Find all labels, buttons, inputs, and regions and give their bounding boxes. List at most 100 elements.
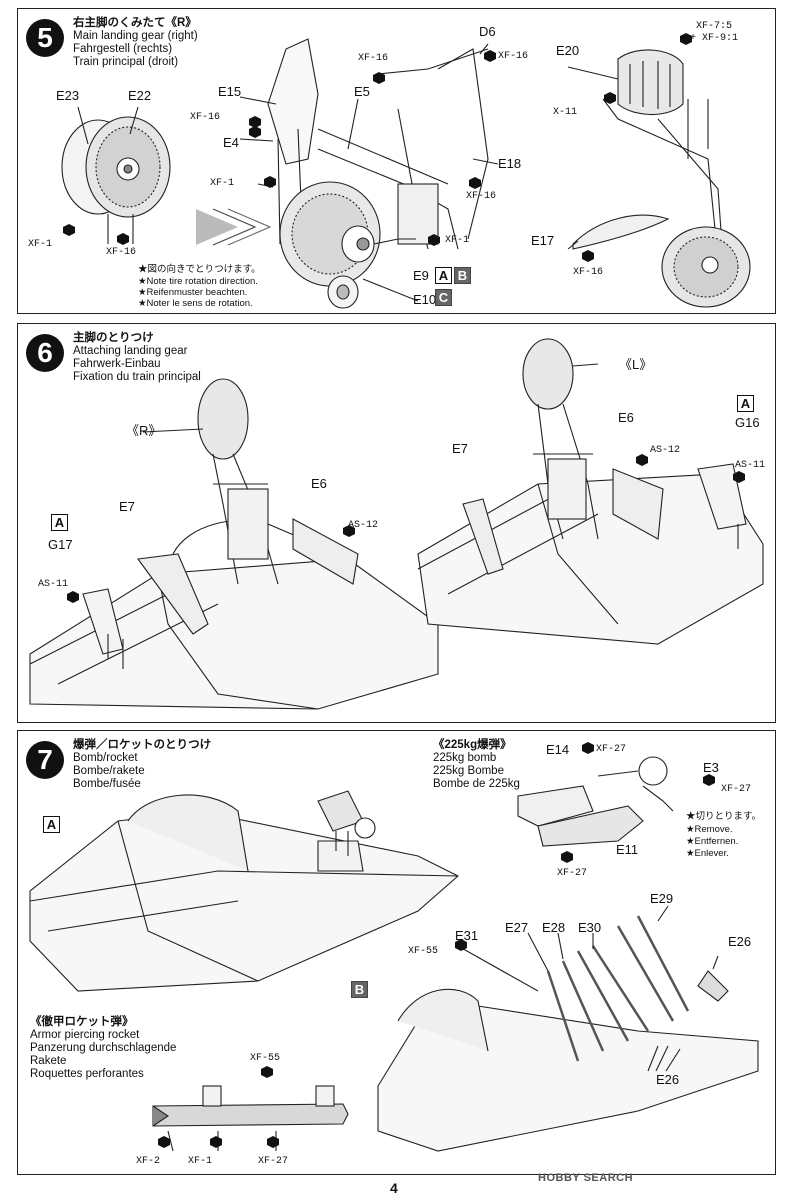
part-e6: E6 [618, 410, 634, 425]
note-de: ★Entfernen. [686, 836, 739, 847]
bomb-jp: 《225kg爆弾》 [433, 739, 512, 751]
bomb-title: 《225kg爆弾》 225kg bomb 225kg Bombe Bombe d… [433, 739, 520, 791]
paint-xf16: XF-16 [498, 51, 529, 62]
bomb-fr: Bombe de 225kg [433, 778, 520, 790]
part-e10: E10 [413, 292, 437, 307]
part-e7: E7 [119, 499, 135, 514]
title-jp: 爆弾／ロケットのとりつけ [73, 739, 212, 751]
paint-xf16: XF-16 [466, 191, 497, 202]
part-e18: E18 [498, 156, 522, 171]
title-en: Attaching landing gear [73, 345, 188, 357]
part-e7: E7 [452, 441, 468, 456]
rocket-de: Panzerung durchschlagende [30, 1042, 177, 1054]
note-fr: ★Noter le sens de rotation. [138, 298, 253, 309]
paint-as12: AS-12 [348, 520, 379, 531]
paint-xf55: XF-55 [250, 1053, 281, 1064]
part-e4: E4 [223, 135, 239, 150]
paint-xf16: XF-16 [573, 267, 604, 278]
step-7-illustration [29, 742, 759, 1152]
title-jp: 右主脚のくみたて《R》 [73, 17, 197, 29]
part-l: 《L》 [619, 357, 653, 372]
title-fr: Train principal (droit) [73, 56, 179, 68]
version-box-c: C [435, 289, 452, 306]
part-e3: E3 [703, 760, 719, 775]
paint-xf1: XF-1 [28, 239, 53, 250]
page-number: 4 [390, 1180, 398, 1196]
step-7-panel: 7 爆弾／ロケットのとりつけ Bomb/rocket Bombe/rakete … [17, 730, 776, 1175]
paint-xf55: XF-55 [408, 946, 439, 957]
part-e9: E9 [413, 268, 429, 283]
paint-xf9: + XF-9:1 [690, 33, 739, 44]
part-e30: E30 [578, 920, 602, 935]
step-6-panel: 6 主脚のとりつけ Attaching landing gear Fahrwer… [17, 323, 776, 723]
title-en: Bomb/rocket [73, 752, 138, 764]
paint-xf16: XF-16 [106, 247, 137, 258]
note-de: ★Reifenmuster beachten. [138, 287, 248, 298]
title-en: Main landing gear (right) [73, 30, 198, 42]
paint-xf1: XF-1 [210, 178, 235, 189]
title-de: Fahrgestell (rechts) [73, 43, 173, 55]
part-e28: E28 [542, 920, 566, 935]
version-box-a: A [737, 395, 754, 412]
note-fr: ★Enlever. [686, 848, 729, 859]
bomb-en: 225kg bomb [433, 752, 497, 764]
title-fr: Bombe/fusée [73, 778, 141, 790]
part-e14: E14 [546, 742, 570, 757]
part-d6: D6 [479, 24, 496, 39]
step-number: 5 [26, 19, 64, 57]
rocket-fr: Roquettes perforantes [30, 1068, 144, 1080]
part-e22: E22 [128, 88, 152, 103]
paint-xf16: XF-16 [358, 53, 389, 64]
step-title: 右主脚のくみたて《R》 Main landing gear (right) Fa… [73, 17, 198, 69]
paint-xf27: XF-27 [596, 744, 627, 755]
paint-xf16: XF-16 [190, 112, 221, 123]
step-title: 主脚のとりつけ Attaching landing gear Fahrwerk-… [73, 332, 201, 384]
step-5-panel: 5 右主脚のくみたて《R》 Main landing gear (right) … [17, 8, 776, 314]
title-de: Fahrwerk-Einbau [73, 358, 161, 370]
version-box-a: A [51, 514, 68, 531]
part-e27: E27 [505, 920, 529, 935]
part-e20: E20 [556, 43, 580, 58]
paint-xf27: XF-27 [258, 1156, 289, 1167]
step-5-illustration [61, 33, 751, 309]
part-e17: E17 [531, 233, 555, 248]
part-e6: E6 [311, 476, 327, 491]
version-box-a: A [43, 816, 60, 833]
bomb-de: 225kg Bombe [433, 765, 504, 777]
version-box-b: B [454, 267, 471, 284]
part-g16: G16 [735, 415, 760, 430]
part-e26: E26 [656, 1072, 680, 1087]
rocket-title: 《徹甲ロケット弾》 Armor piercing rocket Panzerun… [30, 1016, 176, 1081]
paint-xf7: XF-7:5 [696, 21, 733, 32]
part-e26: E26 [728, 934, 752, 949]
part-e15: E15 [218, 84, 242, 99]
title-jp: 主脚のとりつけ [73, 332, 154, 344]
rocket-jp: 《徹甲ロケット弾》 [30, 1016, 134, 1028]
title-fr: Fixation du train principal [73, 371, 201, 383]
paint-xf2: XF-2 [136, 1156, 161, 1167]
rocket-en: Armor piercing rocket [30, 1029, 140, 1041]
paint-xf27: XF-27 [721, 784, 752, 795]
step-number: 6 [26, 334, 64, 372]
part-e29: E29 [650, 891, 674, 906]
rocket-de2: Rakete [30, 1055, 67, 1067]
version-box-b: B [351, 981, 368, 998]
paint-x11: X-11 [553, 107, 578, 118]
part-e31: E31 [455, 928, 479, 943]
part-e5: E5 [354, 84, 370, 99]
paint-xf1: XF-1 [445, 235, 470, 246]
note-en: ★Note tire rotation direction. [138, 276, 258, 287]
version-box-a: A [435, 267, 452, 284]
title-de: Bombe/rakete [73, 765, 145, 777]
step-number: 7 [26, 741, 64, 779]
paint-xf27: XF-27 [557, 868, 588, 879]
watermark: HOBBY SEARCH [538, 1172, 634, 1184]
note-en: ★Remove. [686, 824, 733, 835]
part-e23: E23 [56, 88, 80, 103]
part-g17: G17 [48, 537, 73, 552]
paint-as11: AS-11 [735, 460, 766, 471]
part-r: 《R》 [126, 423, 162, 438]
paint-xf1: XF-1 [188, 1156, 213, 1167]
step-6-illustration [29, 338, 764, 710]
note-jp: ★切りとります。 [686, 811, 762, 822]
